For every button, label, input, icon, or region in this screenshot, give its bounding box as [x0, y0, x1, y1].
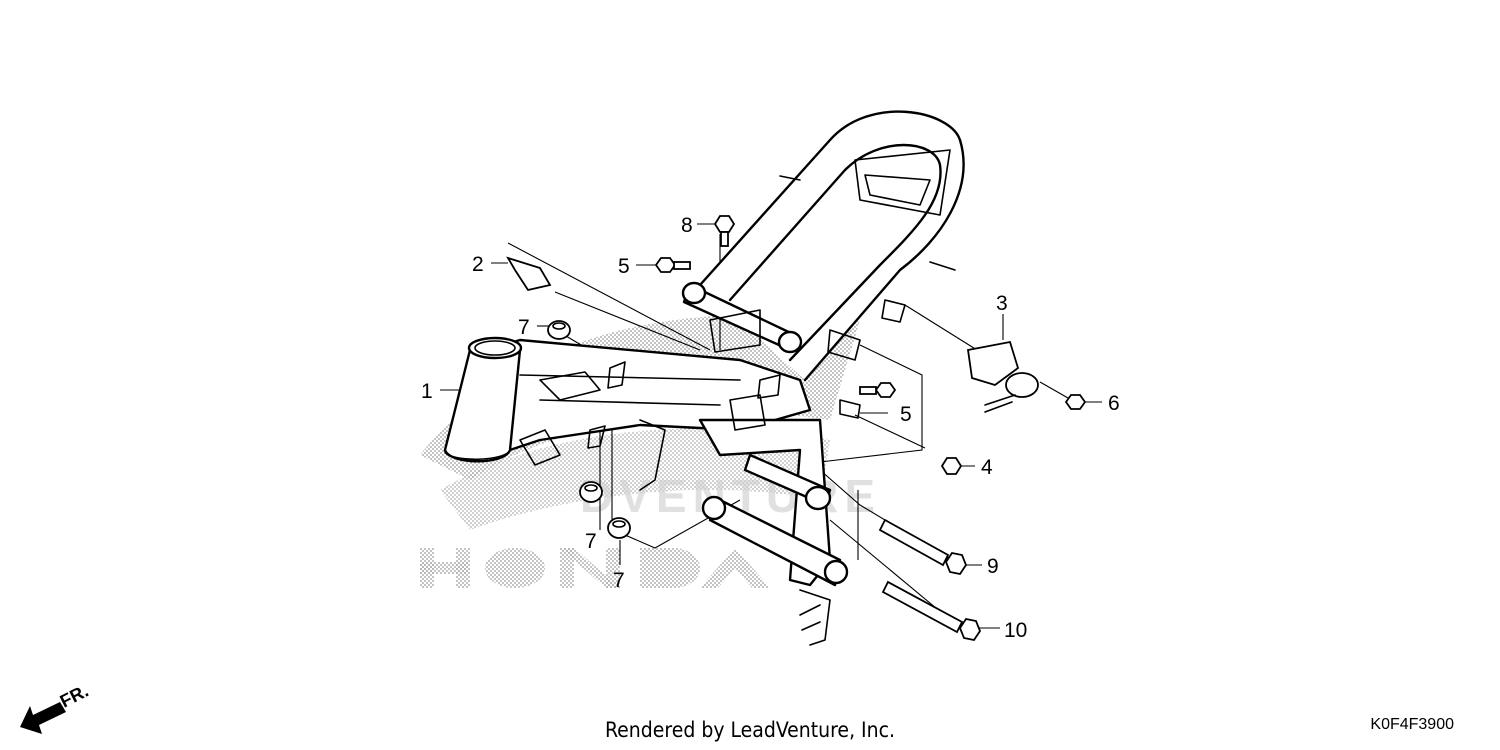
callout-10[interactable]: 10 — [1004, 619, 1027, 642]
bolt-icon-8 — [713, 215, 736, 247]
callout-9[interactable]: 9 — [987, 555, 999, 578]
bush-icon-7a — [547, 320, 571, 340]
nut-icon — [940, 457, 963, 475]
bush-icon-7b — [579, 481, 603, 503]
callout-5a[interactable]: 5 — [618, 255, 630, 278]
bolt-icon-6 — [1064, 394, 1087, 410]
callout-3[interactable]: 3 — [996, 292, 1008, 315]
front-arrow-icon — [20, 702, 66, 734]
bush-icon-7c — [607, 517, 631, 539]
ignition-switch-icon — [966, 340, 1039, 413]
callout-5b[interactable]: 5 — [900, 403, 912, 426]
callout-7b[interactable]: 7 — [585, 530, 597, 553]
callout-2[interactable]: 2 — [472, 253, 484, 276]
bracket-clip-icon — [506, 256, 552, 292]
callout-1[interactable]: 1 — [421, 380, 433, 403]
bolt-icon-5b — [859, 382, 897, 398]
rubber-bush-icons — [547, 320, 631, 539]
long-bolt-icon-9 — [878, 518, 968, 576]
long-bolt-icon-10 — [881, 580, 982, 642]
callout-labels: 1 2 3 4 5 5 6 7 7 7 8 9 10 — [421, 214, 1120, 642]
callout-4[interactable]: 4 — [981, 456, 993, 479]
callout-7c[interactable]: 7 — [613, 569, 625, 592]
callout-8[interactable]: 8 — [681, 214, 693, 237]
frame-body — [443, 110, 965, 646]
honda-watermark-letters — [420, 548, 770, 588]
bolt-icons — [654, 215, 1087, 410]
callout-6[interactable]: 6 — [1108, 392, 1120, 415]
callout-7a[interactable]: 7 — [518, 316, 530, 339]
footer-credit: Rendered by LeadVenture, Inc. — [605, 718, 895, 742]
diagram-code: K0F4F3900 — [1370, 716, 1454, 733]
long-bolt-icons — [878, 518, 982, 642]
bolt-icon-5a — [654, 257, 691, 273]
